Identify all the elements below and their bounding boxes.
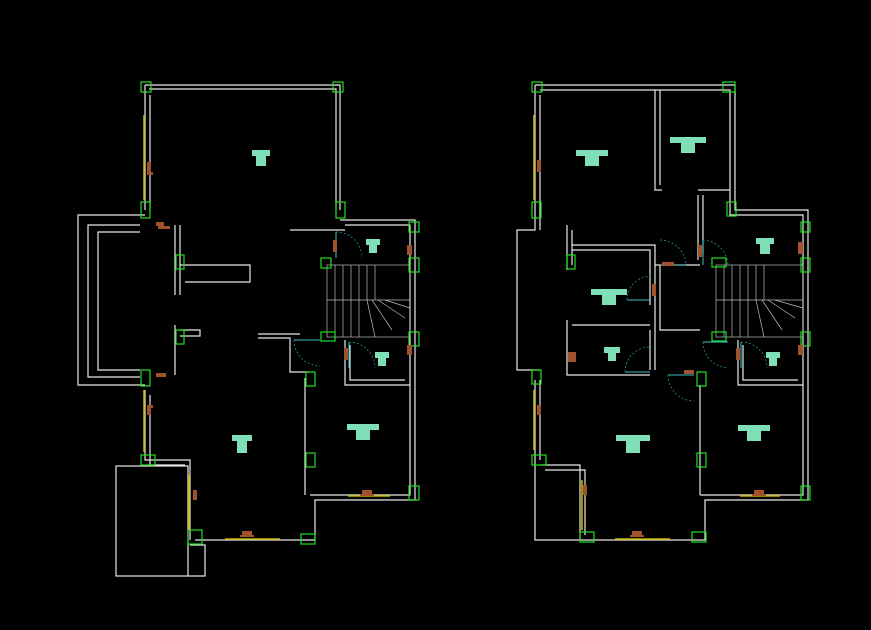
left-floor-plan xyxy=(77,81,420,577)
light-fixture-icon xyxy=(616,435,650,453)
left-light-symbols xyxy=(232,150,389,453)
right-fixtures xyxy=(537,160,803,537)
right-light-symbols xyxy=(576,137,780,453)
right-doors xyxy=(624,239,768,402)
left-walls xyxy=(77,84,416,577)
left-windows xyxy=(143,115,390,540)
right-floor-plan xyxy=(516,81,811,543)
right-windows xyxy=(533,115,780,540)
light-fixture-icon xyxy=(670,137,706,153)
right-columns xyxy=(531,81,811,543)
light-fixture-icon xyxy=(576,150,608,166)
light-fixture-icon xyxy=(375,352,389,366)
light-fixture-icon xyxy=(604,347,620,361)
left-fixtures xyxy=(147,162,412,537)
right-walls xyxy=(516,84,809,541)
right-stairs xyxy=(715,264,804,338)
light-fixture-icon xyxy=(756,238,774,254)
light-fixture-icon xyxy=(252,150,270,166)
light-fixture-icon xyxy=(766,352,780,366)
light-fixture-icon xyxy=(232,435,252,453)
light-fixture-icon xyxy=(366,239,380,253)
light-fixture-icon xyxy=(347,424,379,440)
light-fixture-icon xyxy=(738,425,770,441)
left-stairs xyxy=(326,264,411,338)
left-columns xyxy=(140,81,420,545)
light-fixture-icon xyxy=(591,289,627,305)
